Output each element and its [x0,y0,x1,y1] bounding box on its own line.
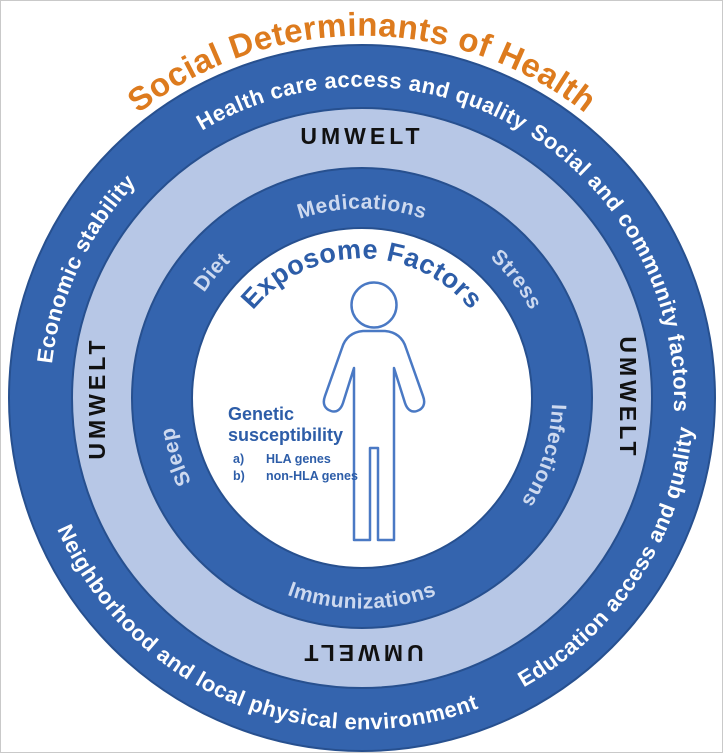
person-figure [322,281,426,542]
genetic-heading-line2: susceptibility [228,425,343,445]
umwelt-label-right: UMWELT [615,336,641,459]
genetic-item-b: b)non-HLA genes [233,469,358,483]
person-body [322,329,426,542]
genetic-heading-line1: Genetic [228,404,294,424]
person-head [350,281,398,329]
genetic-susceptibility-block: Genetic susceptibility a)HLA genes b)non… [228,404,358,483]
umwelt-label-left: UMWELT [84,336,110,459]
umwelt-label-top: UMWELT [300,123,423,149]
umwelt-label-bottom: UMWELT [300,640,423,666]
genetic-item-a: a)HLA genes [233,452,331,466]
